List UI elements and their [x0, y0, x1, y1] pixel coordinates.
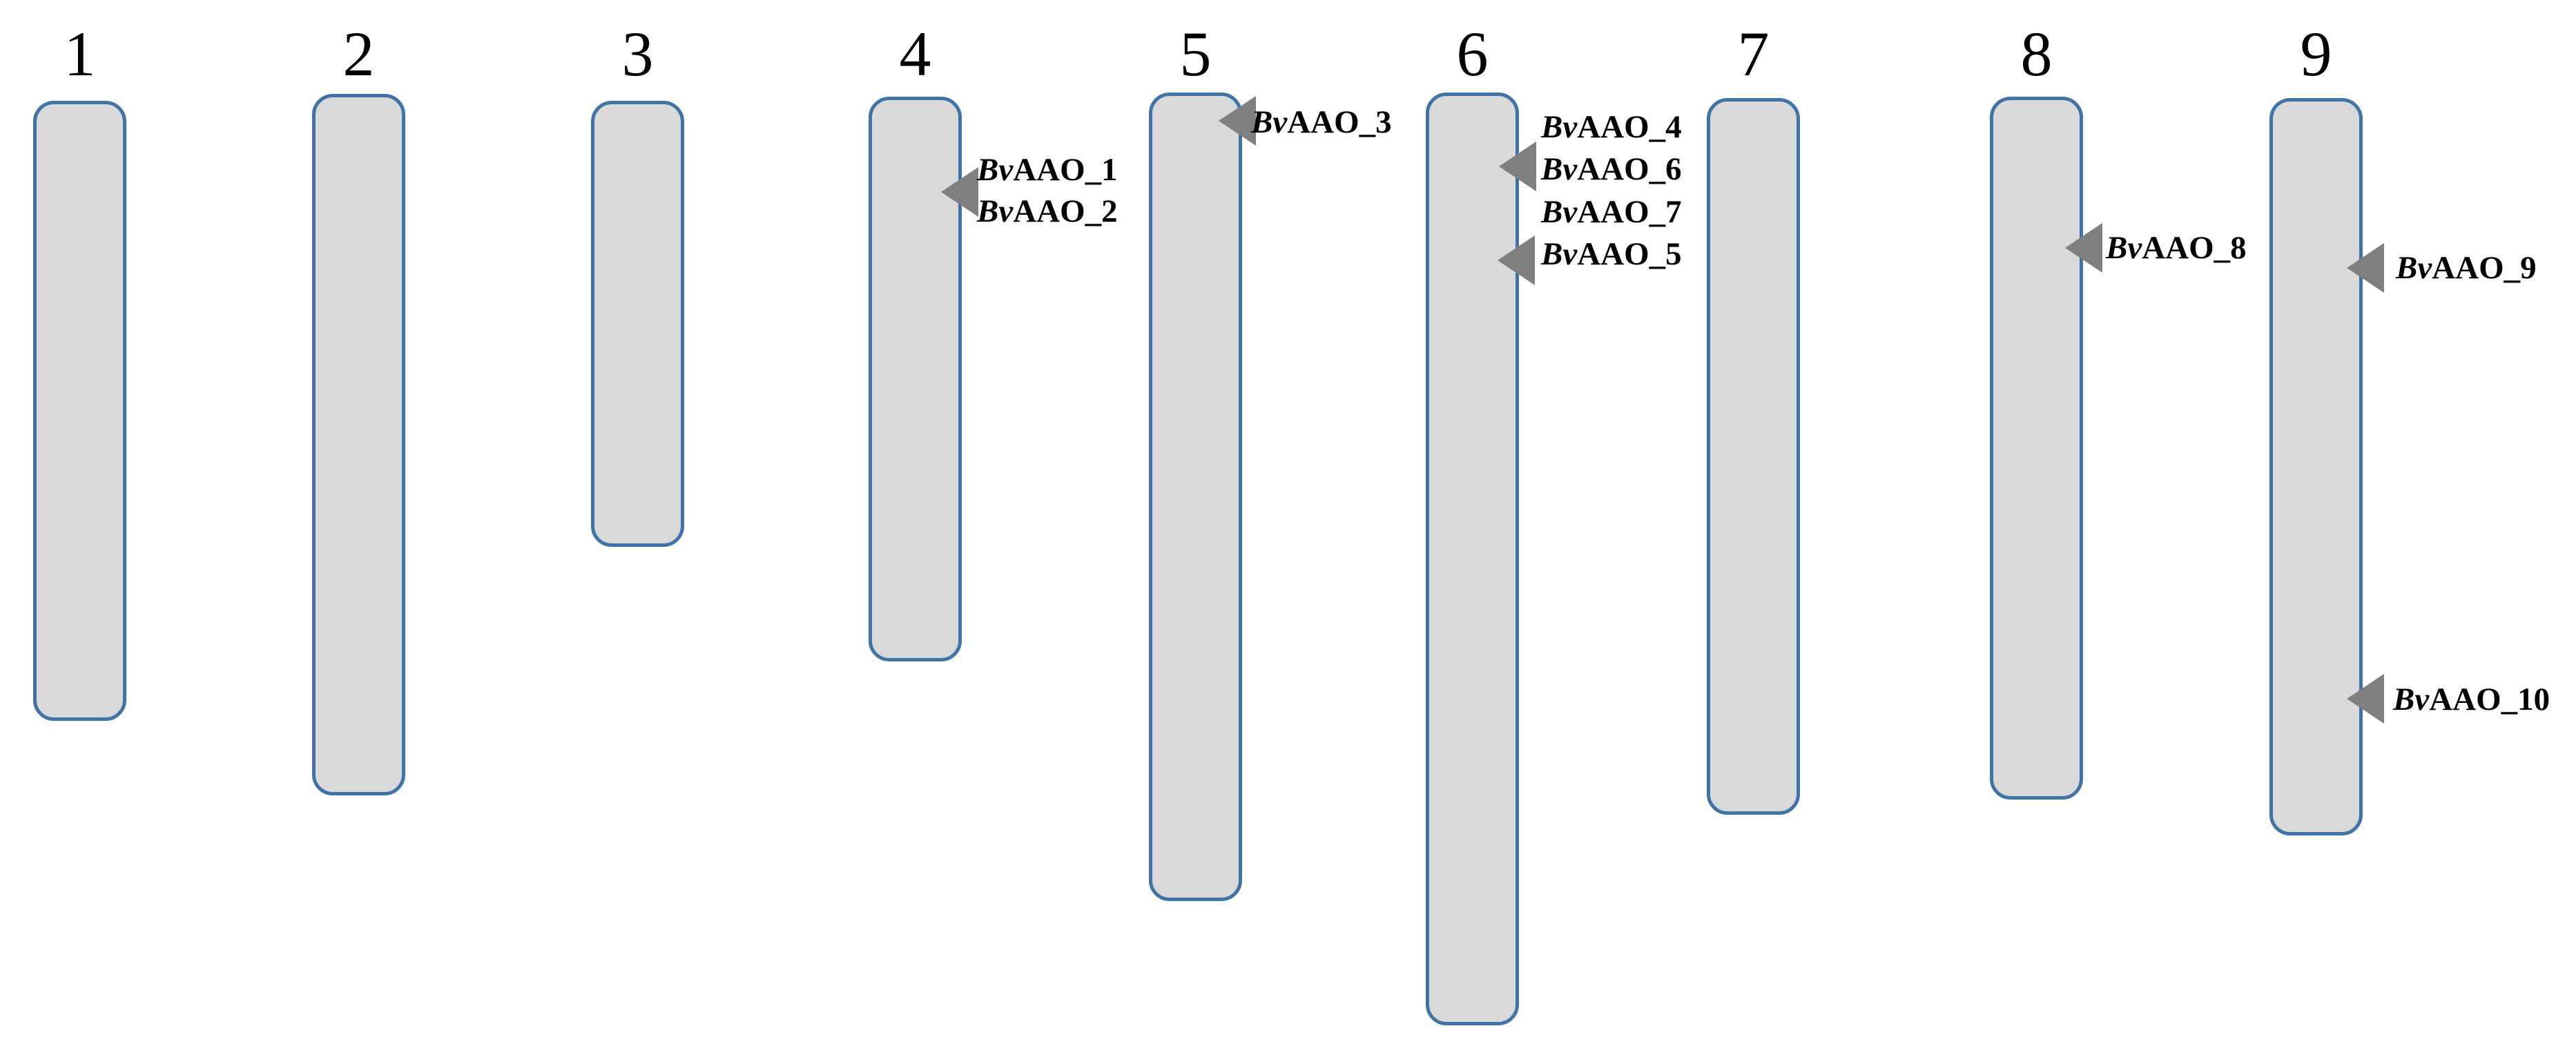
- chromosome-number-label: 5: [1179, 19, 1212, 89]
- gene-name-label: BvAAO_3: [1251, 99, 1392, 145]
- chromosome-number-label: 7: [1737, 19, 1770, 89]
- gene-name-suffix: AAO_7: [1577, 194, 1682, 230]
- gene-name-label: BvAAO_6: [1541, 146, 1682, 192]
- chromosome-number-label: 8: [2020, 19, 2053, 89]
- chromosome-number-label: 1: [64, 19, 96, 89]
- gene-name-label: BvAAO_10: [2393, 677, 2550, 722]
- gene-name-italic-prefix: Bv: [2396, 250, 2432, 286]
- chromosome-body: [1990, 97, 2083, 800]
- gene-name-italic-prefix: Bv: [1541, 194, 1578, 230]
- gene-name-italic-prefix: Bv: [977, 152, 1014, 188]
- chromosome-body: [33, 101, 126, 721]
- chromosome-number-label: 9: [2300, 19, 2332, 89]
- gene-name-label: BvAAO_8: [2106, 225, 2247, 271]
- chromosome-body: [1426, 93, 1519, 1025]
- chromosome-body: [312, 94, 405, 795]
- gene-name-suffix: AAO_2: [1013, 193, 1118, 229]
- gene-name-suffix: AAO_4: [1577, 109, 1682, 145]
- gene-name-suffix: AAO_6: [1577, 151, 1682, 187]
- chromosome-body: [2269, 98, 2363, 835]
- chromosome-body: [1707, 98, 1800, 815]
- gene-name-label: BvAAO_1: [977, 147, 1118, 193]
- gene-position-arrow-icon: [939, 167, 978, 217]
- chromosome-body: [591, 101, 684, 547]
- gene-position-arrow-icon: [2063, 223, 2102, 273]
- gene-name-label: BvAAO_5: [1541, 231, 1682, 277]
- gene-name-italic-prefix: Bv: [1541, 151, 1578, 187]
- gene-name-italic-prefix: Bv: [977, 193, 1014, 229]
- gene-position-arrow-icon: [1495, 235, 1535, 285]
- gene-name-label: BvAAO_4: [1541, 104, 1682, 150]
- gene-name-italic-prefix: Bv: [1541, 236, 1578, 272]
- gene-position-arrow-icon: [1497, 142, 1536, 191]
- gene-position-arrow-icon: [1217, 96, 1256, 146]
- chromosome-number-label: 6: [1456, 19, 1489, 89]
- gene-name-italic-prefix: Bv: [1541, 109, 1578, 145]
- gene-position-arrow-icon: [2345, 243, 2384, 293]
- chromosome-body: [1149, 93, 1242, 901]
- chromosome-number-label: 4: [899, 19, 931, 89]
- gene-name-suffix: AAO_3: [1287, 104, 1392, 140]
- gene-name-label: BvAAO_9: [2396, 245, 2537, 291]
- gene-name-suffix: AAO_5: [1577, 236, 1682, 272]
- gene-name-suffix: AAO_8: [2142, 230, 2247, 266]
- gene-name-italic-prefix: Bv: [2106, 230, 2142, 266]
- gene-name-label: BvAAO_2: [977, 188, 1118, 234]
- gene-name-suffix: AAO_9: [2432, 250, 2537, 286]
- gene-position-arrow-icon: [2345, 674, 2384, 724]
- chromosome-number-label: 2: [342, 19, 375, 89]
- chromosome-number-label: 3: [621, 19, 654, 89]
- gene-name-italic-prefix: Bv: [2393, 682, 2430, 717]
- gene-name-italic-prefix: Bv: [1251, 104, 1288, 140]
- gene-name-suffix: AAO_10: [2429, 682, 2550, 717]
- gene-name-suffix: AAO_1: [1013, 152, 1118, 188]
- gene-name-label: BvAAO_7: [1541, 189, 1682, 235]
